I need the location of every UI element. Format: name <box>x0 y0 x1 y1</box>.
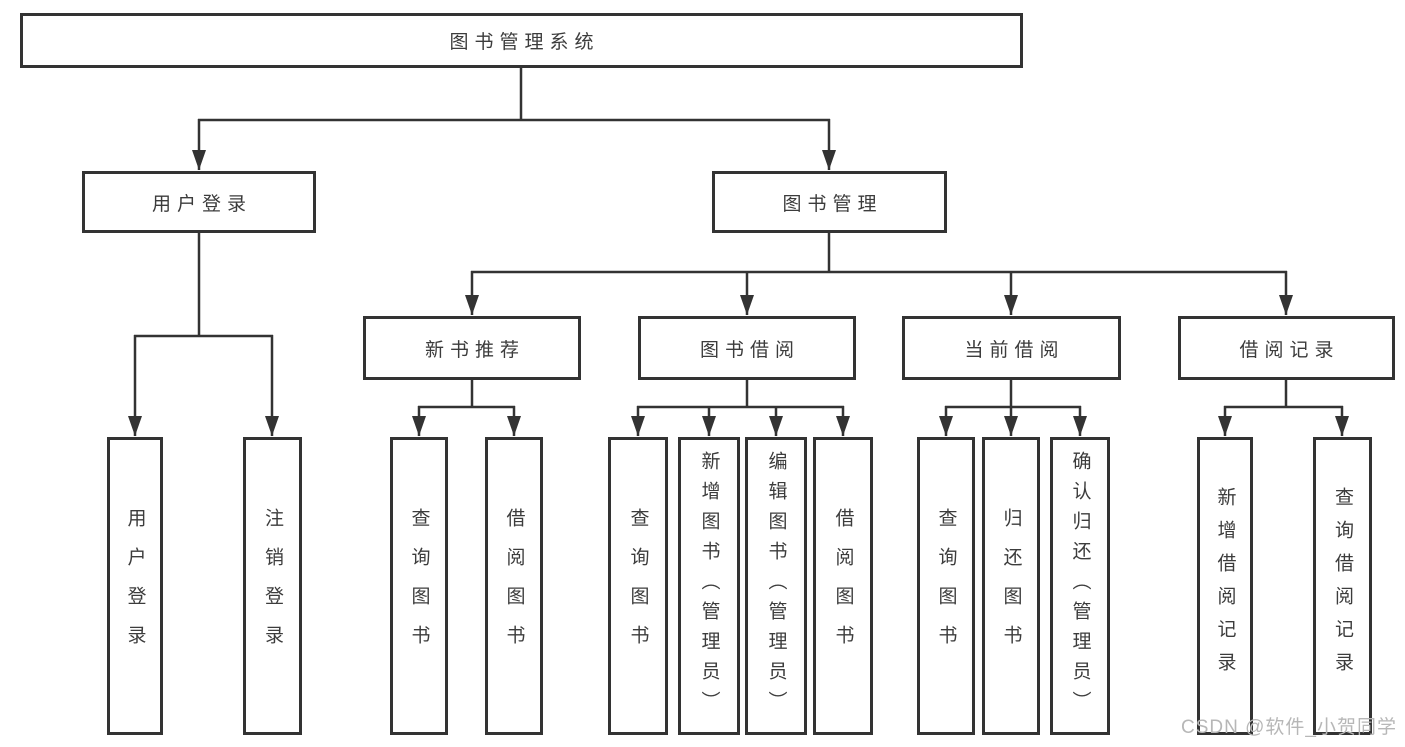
node-login: 用户登录 <box>107 437 163 735</box>
node-book-borrowing: 图书借阅 <box>638 316 856 380</box>
node-current-return-books: 归还图书 <box>982 437 1040 735</box>
node-new-book-recommend: 新书推荐 <box>363 316 581 380</box>
node-logout: 注销登录 <box>243 437 302 735</box>
node-recommend-borrow-books: 借阅图书 <box>485 437 543 735</box>
node-root-system: 图书管理系统 <box>20 13 1023 68</box>
node-recommend-query-books: 查询图书 <box>390 437 448 735</box>
csdn-watermark: CSDN @软件_小贺同学 <box>1181 717 1397 738</box>
node-borrowing-add-books-admin: 新增图书（管理员） <box>678 437 740 735</box>
node-current-confirm-return-admin: 确认归还（管理员） <box>1050 437 1110 735</box>
node-user-login: 用户登录 <box>82 171 316 233</box>
node-current-query-books: 查询图书 <box>917 437 975 735</box>
node-book-management: 图书管理 <box>712 171 947 233</box>
node-records-query-record: 查询借阅记录 <box>1313 437 1372 735</box>
node-borrowing-borrow-books: 借阅图书 <box>813 437 873 735</box>
node-borrowing-query-books: 查询图书 <box>608 437 668 735</box>
node-borrowing-records: 借阅记录 <box>1178 316 1395 380</box>
node-current-borrowing: 当前借阅 <box>902 316 1121 380</box>
node-borrowing-edit-books-admin: 编辑图书（管理员） <box>745 437 807 735</box>
node-records-add-record: 新增借阅记录 <box>1197 437 1253 735</box>
